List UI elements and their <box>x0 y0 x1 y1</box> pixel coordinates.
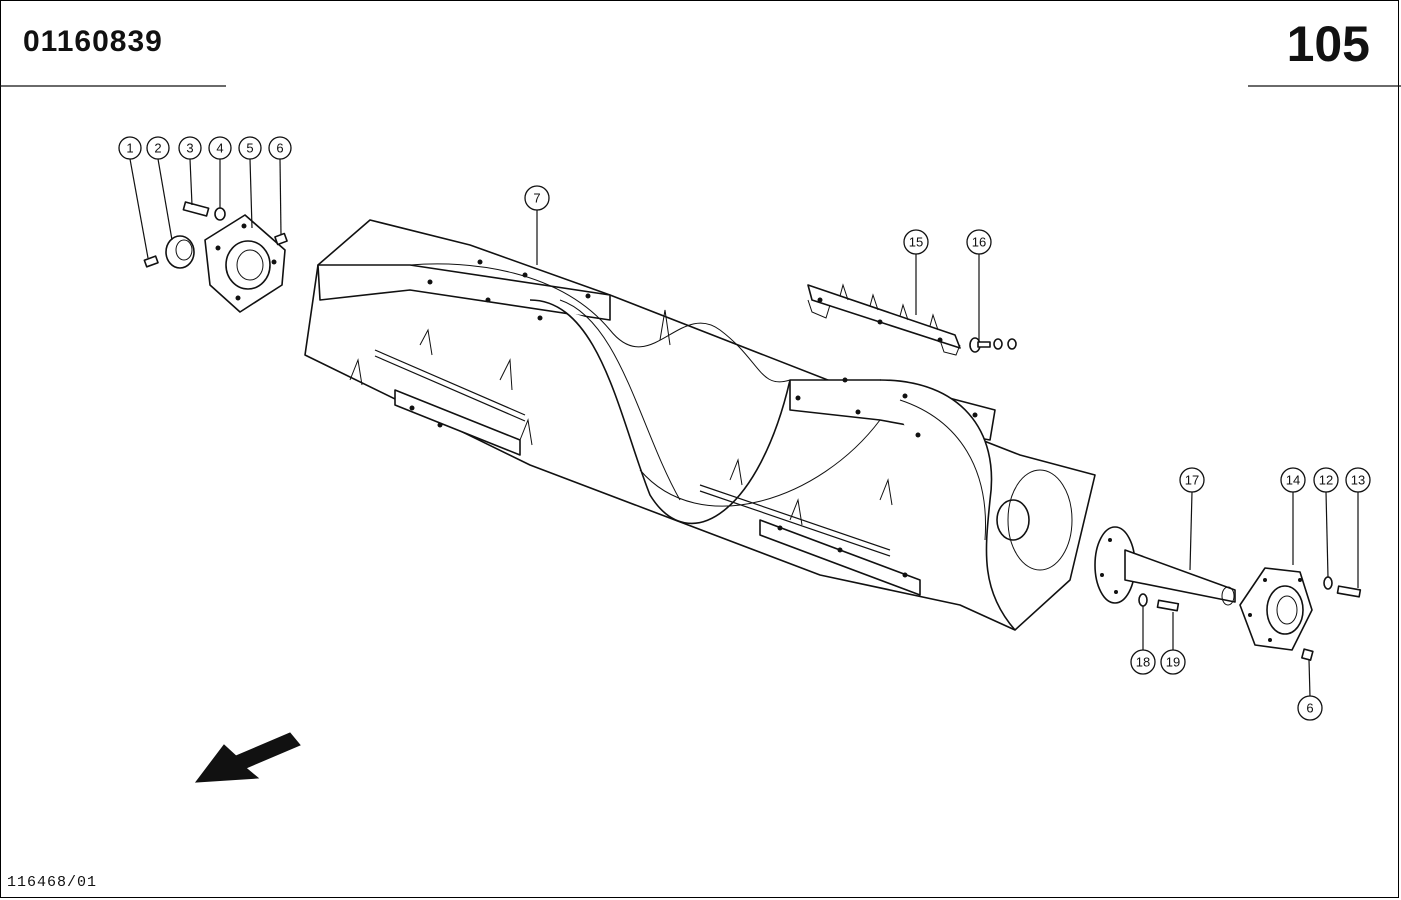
scraper-bar <box>807 254 961 356</box>
svg-text:13: 13 <box>1351 473 1365 488</box>
svg-text:4: 4 <box>216 141 223 156</box>
svg-text:17: 17 <box>1185 473 1199 488</box>
callout-14: 14 <box>1280 467 1306 493</box>
callout-4: 4 <box>208 136 232 160</box>
nut-6-right <box>1301 648 1314 698</box>
svg-text:15: 15 <box>909 235 923 250</box>
svg-text:3: 3 <box>186 141 193 156</box>
callout-6: 6 <box>268 136 292 160</box>
callout-13: 13 <box>1345 467 1371 493</box>
bolt-13 <box>1336 492 1362 598</box>
callout-3: 3 <box>178 136 202 160</box>
callout-17: 17 <box>1179 467 1205 493</box>
callout-5: 5 <box>238 136 262 160</box>
drawing-reference: 116468/01 <box>7 874 98 891</box>
svg-text:19: 19 <box>1166 655 1180 670</box>
callout-6-right: 6 <box>1297 695 1323 721</box>
callout-18: 18 <box>1130 649 1156 675</box>
washer-12 <box>1323 491 1333 590</box>
callout-19: 19 <box>1160 649 1186 675</box>
svg-text:12: 12 <box>1319 473 1333 488</box>
callout-12: 12 <box>1313 467 1339 493</box>
callout-15: 15 <box>903 229 929 255</box>
callout-1: 1 <box>118 136 142 160</box>
scraper-bolt <box>969 254 1017 353</box>
page-number: 105 <box>1286 16 1370 72</box>
svg-text:16: 16 <box>972 235 986 250</box>
flange-bearing-14 <box>1239 492 1313 651</box>
svg-text:7: 7 <box>533 191 540 206</box>
bolt-19 <box>1156 599 1180 650</box>
callout-7: 7 <box>524 185 550 211</box>
stub-shaft <box>1094 491 1236 606</box>
auger-drum <box>304 210 1096 631</box>
svg-text:5: 5 <box>246 141 253 156</box>
svg-text:2: 2 <box>154 141 161 156</box>
callout-2: 2 <box>146 136 170 160</box>
left-bearing-assembly <box>129 158 288 313</box>
callout-16: 16 <box>966 229 992 255</box>
washer-18 <box>1138 593 1148 650</box>
svg-text:6: 6 <box>1306 701 1313 716</box>
direction-arrow <box>194 732 301 783</box>
part-number: 01160839 <box>23 25 163 58</box>
svg-text:6: 6 <box>276 141 283 156</box>
svg-text:14: 14 <box>1286 473 1300 488</box>
svg-text:1: 1 <box>126 141 133 156</box>
svg-text:18: 18 <box>1136 655 1150 670</box>
